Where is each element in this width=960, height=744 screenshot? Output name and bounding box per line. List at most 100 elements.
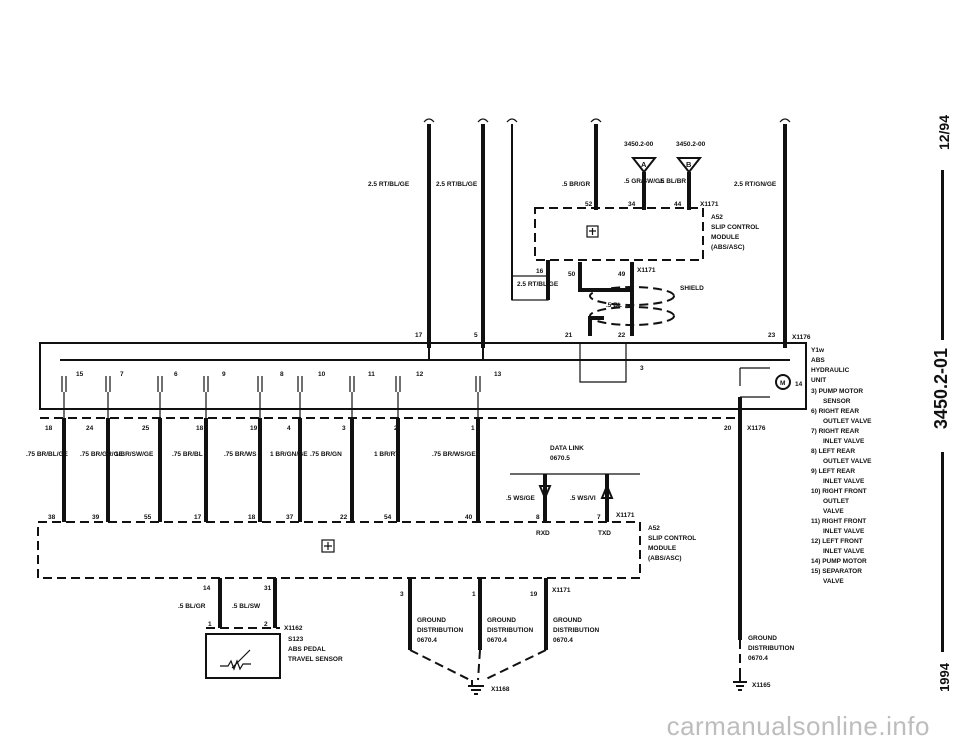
pin-label: 40 <box>465 514 473 521</box>
ground-label: DISTRIBUTION <box>748 645 795 652</box>
valve-label: 10 <box>318 371 326 378</box>
ground-icon <box>468 680 484 695</box>
legend-line: 14) PUMP MOTOR <box>811 558 867 565</box>
pin-label: 17 <box>415 332 423 339</box>
pin-label: 34 <box>628 201 636 208</box>
shield-label: SHIELD <box>680 285 704 292</box>
legend-line: INLET VALVE <box>823 438 865 445</box>
pin-label: 18 <box>45 425 53 432</box>
pin-label: 24 <box>86 425 94 432</box>
sensor-id: S123 <box>288 636 304 643</box>
page-date: 12/94 <box>936 115 952 151</box>
ground-label: 0670.4 <box>417 637 437 644</box>
pin-label: 14 <box>795 381 803 388</box>
legend-line: 6) RIGHT REAR <box>811 408 859 415</box>
pin-label: 3 <box>400 591 404 598</box>
module-line: SLIP CONTROL <box>648 535 696 542</box>
ground-label: DISTRIBUTION <box>487 627 534 634</box>
wire-label: .5 BL/SW <box>232 603 261 610</box>
valve-label: 11 <box>368 371 375 378</box>
abs-hydraulic-unit <box>39 342 807 410</box>
pin-label: 21 <box>565 332 573 339</box>
connector-id: X1171 <box>637 267 656 274</box>
data-link-ref: 0670.5 <box>550 455 570 462</box>
valve-label: 8 <box>280 371 284 378</box>
module-line: MODULE <box>648 545 677 552</box>
connector-b-label: B <box>686 160 692 169</box>
mid-wire-stubs <box>63 392 479 418</box>
unit-label: UNIT <box>811 377 826 384</box>
pin-label: 52 <box>585 201 593 208</box>
wire-label: 2.5 RT/BL/GE <box>517 281 559 288</box>
unit-label: Y1w <box>811 347 825 354</box>
wire-label: 2.5 RT/BL/GE <box>368 181 410 188</box>
wire-label-box <box>511 275 549 301</box>
connector-b-arrow <box>675 157 703 174</box>
slip-control-module-top <box>534 207 704 261</box>
pin-label: 37 <box>286 514 294 521</box>
legend-line: OUTLET VALVE <box>823 418 872 425</box>
wire-label: .75 BR/BL/GE <box>26 451 69 458</box>
legend-line: INLET VALVE <box>823 548 865 555</box>
connector-a-arrow <box>630 157 658 174</box>
unit-label: HYDRAULIC <box>811 367 850 374</box>
wire-label: 1 BR/SW/GE <box>115 451 154 458</box>
connector-id: X1171 <box>616 512 635 519</box>
wire-label: .5 WS/GE <box>506 495 536 502</box>
pump-sensor-loop <box>579 343 627 383</box>
wire-label: 2.5 RT/BL/GE <box>436 181 478 188</box>
pin-label: 2 <box>264 621 268 628</box>
rxd-label: RXD <box>536 530 550 537</box>
pin-label: 50 <box>568 271 576 278</box>
pin-label: 19 <box>250 425 258 432</box>
page-year: 1994 <box>937 663 952 692</box>
pin-label: 19 <box>530 591 538 598</box>
wire-label: .5 BL/BR <box>659 178 686 185</box>
wire-label: .5 WS/VI <box>570 495 596 502</box>
module-symbol-icon <box>321 539 335 553</box>
sensor-line: ABS PEDAL <box>288 646 326 653</box>
module-line: (ABS/ASC) <box>711 244 745 251</box>
pin-label: 22 <box>618 332 626 339</box>
pin-label: 20 <box>724 425 732 432</box>
side-rule <box>941 170 944 340</box>
pin-label: 3 <box>640 365 644 372</box>
legend: 3) PUMP MOTOR SENSOR 6) RIGHT REAR OUTLE… <box>811 388 872 585</box>
document-code: 3450.2-01 <box>931 348 951 430</box>
data-link-label: DATA LINK <box>550 445 584 452</box>
connector-a-label: A <box>641 160 647 169</box>
sensor-line: TRAVEL SENSOR <box>288 656 343 663</box>
pin-label: 1 <box>471 425 475 432</box>
module-line: (ABS/ASC) <box>648 555 682 562</box>
pump-motor-icon <box>775 374 791 390</box>
ref-label: 3450.2-00 <box>624 141 654 148</box>
module-id: A52 <box>711 214 723 221</box>
ground-label: 0670.4 <box>487 637 507 644</box>
pin-label: 18 <box>248 514 256 521</box>
connector-id: X1168 <box>491 686 510 693</box>
wire-label: .75 BR/WS/GE <box>432 451 476 458</box>
pin-label: 44 <box>674 201 682 208</box>
ground-label: DISTRIBUTION <box>417 627 464 634</box>
pin-label: 1 <box>208 621 212 628</box>
pin-label: 1 <box>472 591 476 598</box>
legend-line: 7) RIGHT REAR <box>811 428 859 435</box>
legend-line: VALVE <box>823 578 844 585</box>
shield <box>589 286 675 306</box>
legend-line: 8) LEFT REAR <box>811 448 855 455</box>
legend-line: INLET VALVE <box>823 478 865 485</box>
wire-label: .5 BR/GR <box>562 181 590 188</box>
ground-icon <box>733 676 747 691</box>
connector-id: X1162 <box>284 625 303 632</box>
wire-label: .75 BR/GR/GE <box>80 451 124 458</box>
ground-label: 0670.4 <box>553 637 573 644</box>
pin-label: 2 <box>394 425 398 432</box>
pin-label: 39 <box>92 514 100 521</box>
top-feed-wires <box>423 118 791 348</box>
wire-label: 1 BR/GN/GE <box>270 451 308 458</box>
ground-label: DISTRIBUTION <box>553 627 600 634</box>
legend-line: 3) PUMP MOTOR <box>811 388 863 395</box>
valve-label: 6 <box>174 371 178 378</box>
pin-label: 22 <box>340 514 348 521</box>
